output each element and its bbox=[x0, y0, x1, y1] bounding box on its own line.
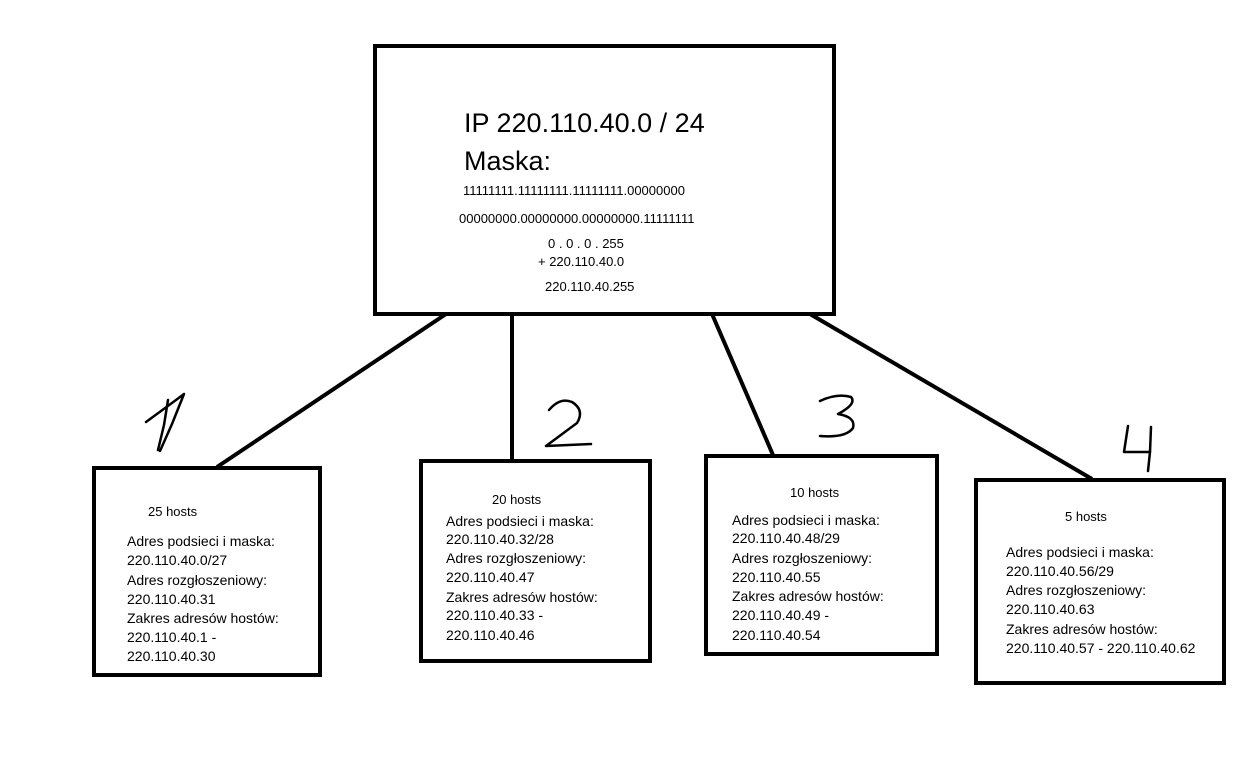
subnet-line: 220.110.40.31 bbox=[127, 591, 216, 607]
subnet-line: 220.110.40.54 bbox=[732, 627, 821, 643]
subnet-box-3: 10 hosts Adres podsieci i maska: 220.110… bbox=[704, 454, 939, 656]
subnet-line: Adres rozgłoszeniowy: bbox=[446, 550, 587, 566]
subnet-line: Adres podsieci i maska: bbox=[1006, 544, 1154, 560]
subnet-line: 220.110.40.57 - 220.110.40.62 bbox=[1006, 640, 1196, 656]
subnet-line: 220.110.40.48/29 bbox=[732, 530, 840, 546]
subnet-box-4: 5 hosts Adres podsieci i maska: 220.110.… bbox=[974, 478, 1226, 685]
subnet-hosts: 25 hosts bbox=[148, 504, 198, 519]
subnet-line: Adres podsieci i maska: bbox=[732, 512, 880, 528]
subnet-box-2: 20 hosts Adres podsieci i maska: 220.110… bbox=[419, 459, 652, 663]
broadcast-result: 220.110.40.255 bbox=[545, 279, 635, 294]
subnet-number-2 bbox=[544, 399, 593, 448]
plus-network: + 220.110.40.0 bbox=[538, 254, 625, 269]
subnet-line: 220.110.40.32/28 bbox=[446, 531, 554, 547]
subnet-line: 220.110.40.46 bbox=[446, 627, 535, 643]
connector-4 bbox=[808, 312, 1094, 481]
subnet-hosts: 5 hosts bbox=[1065, 509, 1107, 524]
wildcard-binary: 00000000.00000000.00000000.11111111 bbox=[459, 211, 695, 226]
subnet-line: Zakres adresów hostów: bbox=[1006, 621, 1158, 637]
subnet-line: 220.110.40.47 bbox=[446, 569, 535, 585]
mask-label: Maska: bbox=[464, 146, 552, 176]
subnet-line: Adres podsieci i maska: bbox=[446, 513, 594, 529]
main-network-box: IP 220.110.40.0 / 24 Maska: 11111111.111… bbox=[373, 44, 836, 316]
subnet-line: 220.110.40.0/27 bbox=[127, 552, 228, 568]
subnet-number-4 bbox=[1122, 424, 1153, 473]
subnet-line: Zakres adresów hostów: bbox=[127, 610, 279, 626]
ip-line: IP 220.110.40.0 / 24 bbox=[464, 108, 705, 138]
subnet-line: 220.110.40.55 bbox=[732, 569, 821, 585]
mask-binary: 11111111.11111111.11111111.00000000 bbox=[463, 183, 685, 198]
wildcard-decimal: 0 . 0 . 0 . 255 bbox=[548, 236, 624, 251]
subnet-hosts: 10 hosts bbox=[790, 485, 840, 500]
subnet-line: Adres rozgłoszeniowy: bbox=[127, 572, 268, 588]
subnet-number-1 bbox=[144, 392, 186, 453]
subnet-line: 220.110.40.1 - bbox=[127, 629, 217, 645]
connector-3 bbox=[710, 313, 775, 456]
subnet-hosts: 20 hosts bbox=[492, 492, 542, 507]
subnet-box-1: 25 hosts Adres podsieci i maska: 220.110… bbox=[92, 466, 322, 677]
subnet-line: 220.110.40.33 - bbox=[446, 607, 544, 623]
subnet-line: Zakres adresów hostów: bbox=[732, 588, 884, 604]
subnet-line: 220.110.40.49 - bbox=[732, 607, 830, 623]
subnet-number-3 bbox=[818, 394, 855, 438]
subnet-line: 220.110.40.30 bbox=[127, 648, 216, 664]
subnet-line: Adres rozgłoszeniowy: bbox=[1006, 582, 1147, 598]
subnet-line: 220.110.40.56/29 bbox=[1006, 563, 1114, 579]
subnet-line: Adres rozgłoszeniowy: bbox=[732, 550, 873, 566]
subnet-line: Zakres adresów hostów: bbox=[446, 589, 598, 605]
subnet-line: 220.110.40.63 bbox=[1006, 601, 1095, 617]
subnet-line: Adres podsieci i maska: bbox=[127, 533, 275, 549]
connector-1 bbox=[215, 312, 448, 469]
